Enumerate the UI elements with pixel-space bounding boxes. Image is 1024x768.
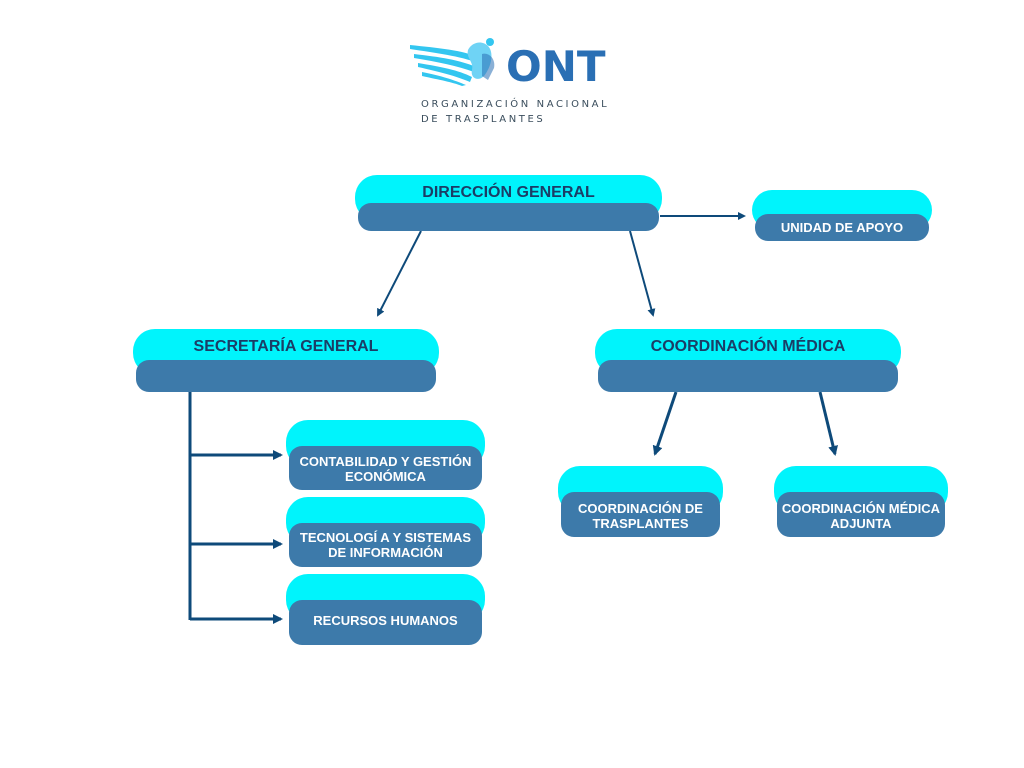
node-contabilidad: CONTABILIDAD Y GESTIÓN ECONÓMICA xyxy=(286,420,485,490)
node-label: UNIDAD DE APOYO xyxy=(780,220,904,235)
node-label: COORDINACIÓN MÉDICA xyxy=(650,338,846,355)
node-body xyxy=(289,446,482,490)
node-label-line-1: CONTABILIDAD Y GESTIÓN xyxy=(299,454,472,469)
node-label: CONTABILIDAD Y GESTIÓN ECONÓMICA xyxy=(286,454,485,484)
node-tecnologia: TECNOLOGÍ A Y SISTEMAS DE INFORMACIÓN xyxy=(286,497,485,567)
node-body xyxy=(358,203,659,231)
node-body xyxy=(136,360,436,392)
node-label: DIRECCIÓN GENERAL xyxy=(422,184,595,201)
arrow-coordinacion-to-trasplantes xyxy=(652,391,678,456)
node-label-line-2: ADJUNTA xyxy=(830,516,892,531)
node-secretaria-general: SECRETARÍA GENERAL xyxy=(133,329,439,392)
node-label-line-2: TRASPLANTES xyxy=(592,516,689,531)
node-body xyxy=(289,600,482,645)
node-body xyxy=(598,360,898,392)
logo-name-line-1: ORGANIZACIÓN NACIONAL xyxy=(421,99,610,110)
logo-acronym: ONT xyxy=(506,42,606,91)
node-unidad-de-apoyo: UNIDAD DE APOYO xyxy=(752,190,932,241)
node-body xyxy=(755,214,929,241)
ont-logo-mark-icon xyxy=(410,38,495,86)
node-label-line-1: TECNOLOGÍ A Y SISTEMAS xyxy=(299,530,472,545)
node-label: SECRETARÍA GENERAL xyxy=(193,338,379,355)
node-recursos-humanos: RECURSOS HUMANOS xyxy=(286,574,485,645)
arrow-direccion-to-coordinacion xyxy=(629,230,656,317)
logo-name-line-2: DE TRASPLANTES xyxy=(421,114,546,125)
node-label-line-1: COORDINACIÓN MÉDICA xyxy=(781,501,941,516)
node-direccion-general: DIRECCIÓN GENERAL xyxy=(355,175,662,231)
node-body xyxy=(289,523,482,567)
logo-organization-name: ORGANIZACIÓN NACIONAL DE TRASPLANTES xyxy=(421,97,621,127)
arrow-coordinacion-to-adjunta xyxy=(818,391,838,456)
node-coordinacion-medica: COORDINACIÓN MÉDICA xyxy=(595,329,901,392)
node-label: TECNOLOGÍ A Y SISTEMAS DE INFORMACIÓN xyxy=(286,530,485,560)
node-label-line-2: ECONÓMICA xyxy=(345,469,426,484)
arrow-direccion-to-secretaria xyxy=(377,230,422,317)
node-label-line-1: COORDINACIÓN DE xyxy=(578,501,703,516)
node-label: RECURSOS HUMANOS xyxy=(313,613,458,628)
node-body xyxy=(561,492,720,537)
node-coordinacion-trasplantes: COORDINACIÓN DE TRASPLANTES xyxy=(558,466,723,537)
node-label: COORDINACIÓN DE TRASPLANTES xyxy=(558,501,723,531)
node-label: COORDINACIÓN MÉDICA ADJUNTA xyxy=(774,501,948,531)
node-label-line-2: DE INFORMACIÓN xyxy=(328,545,443,560)
node-coordinacion-medica-adjunta: COORDINACIÓN MÉDICA ADJUNTA xyxy=(774,466,948,537)
node-body xyxy=(777,492,945,537)
ont-logo: ONT ORGANIZACIÓN NACIONAL DE TRASPLANTES xyxy=(408,36,618,131)
